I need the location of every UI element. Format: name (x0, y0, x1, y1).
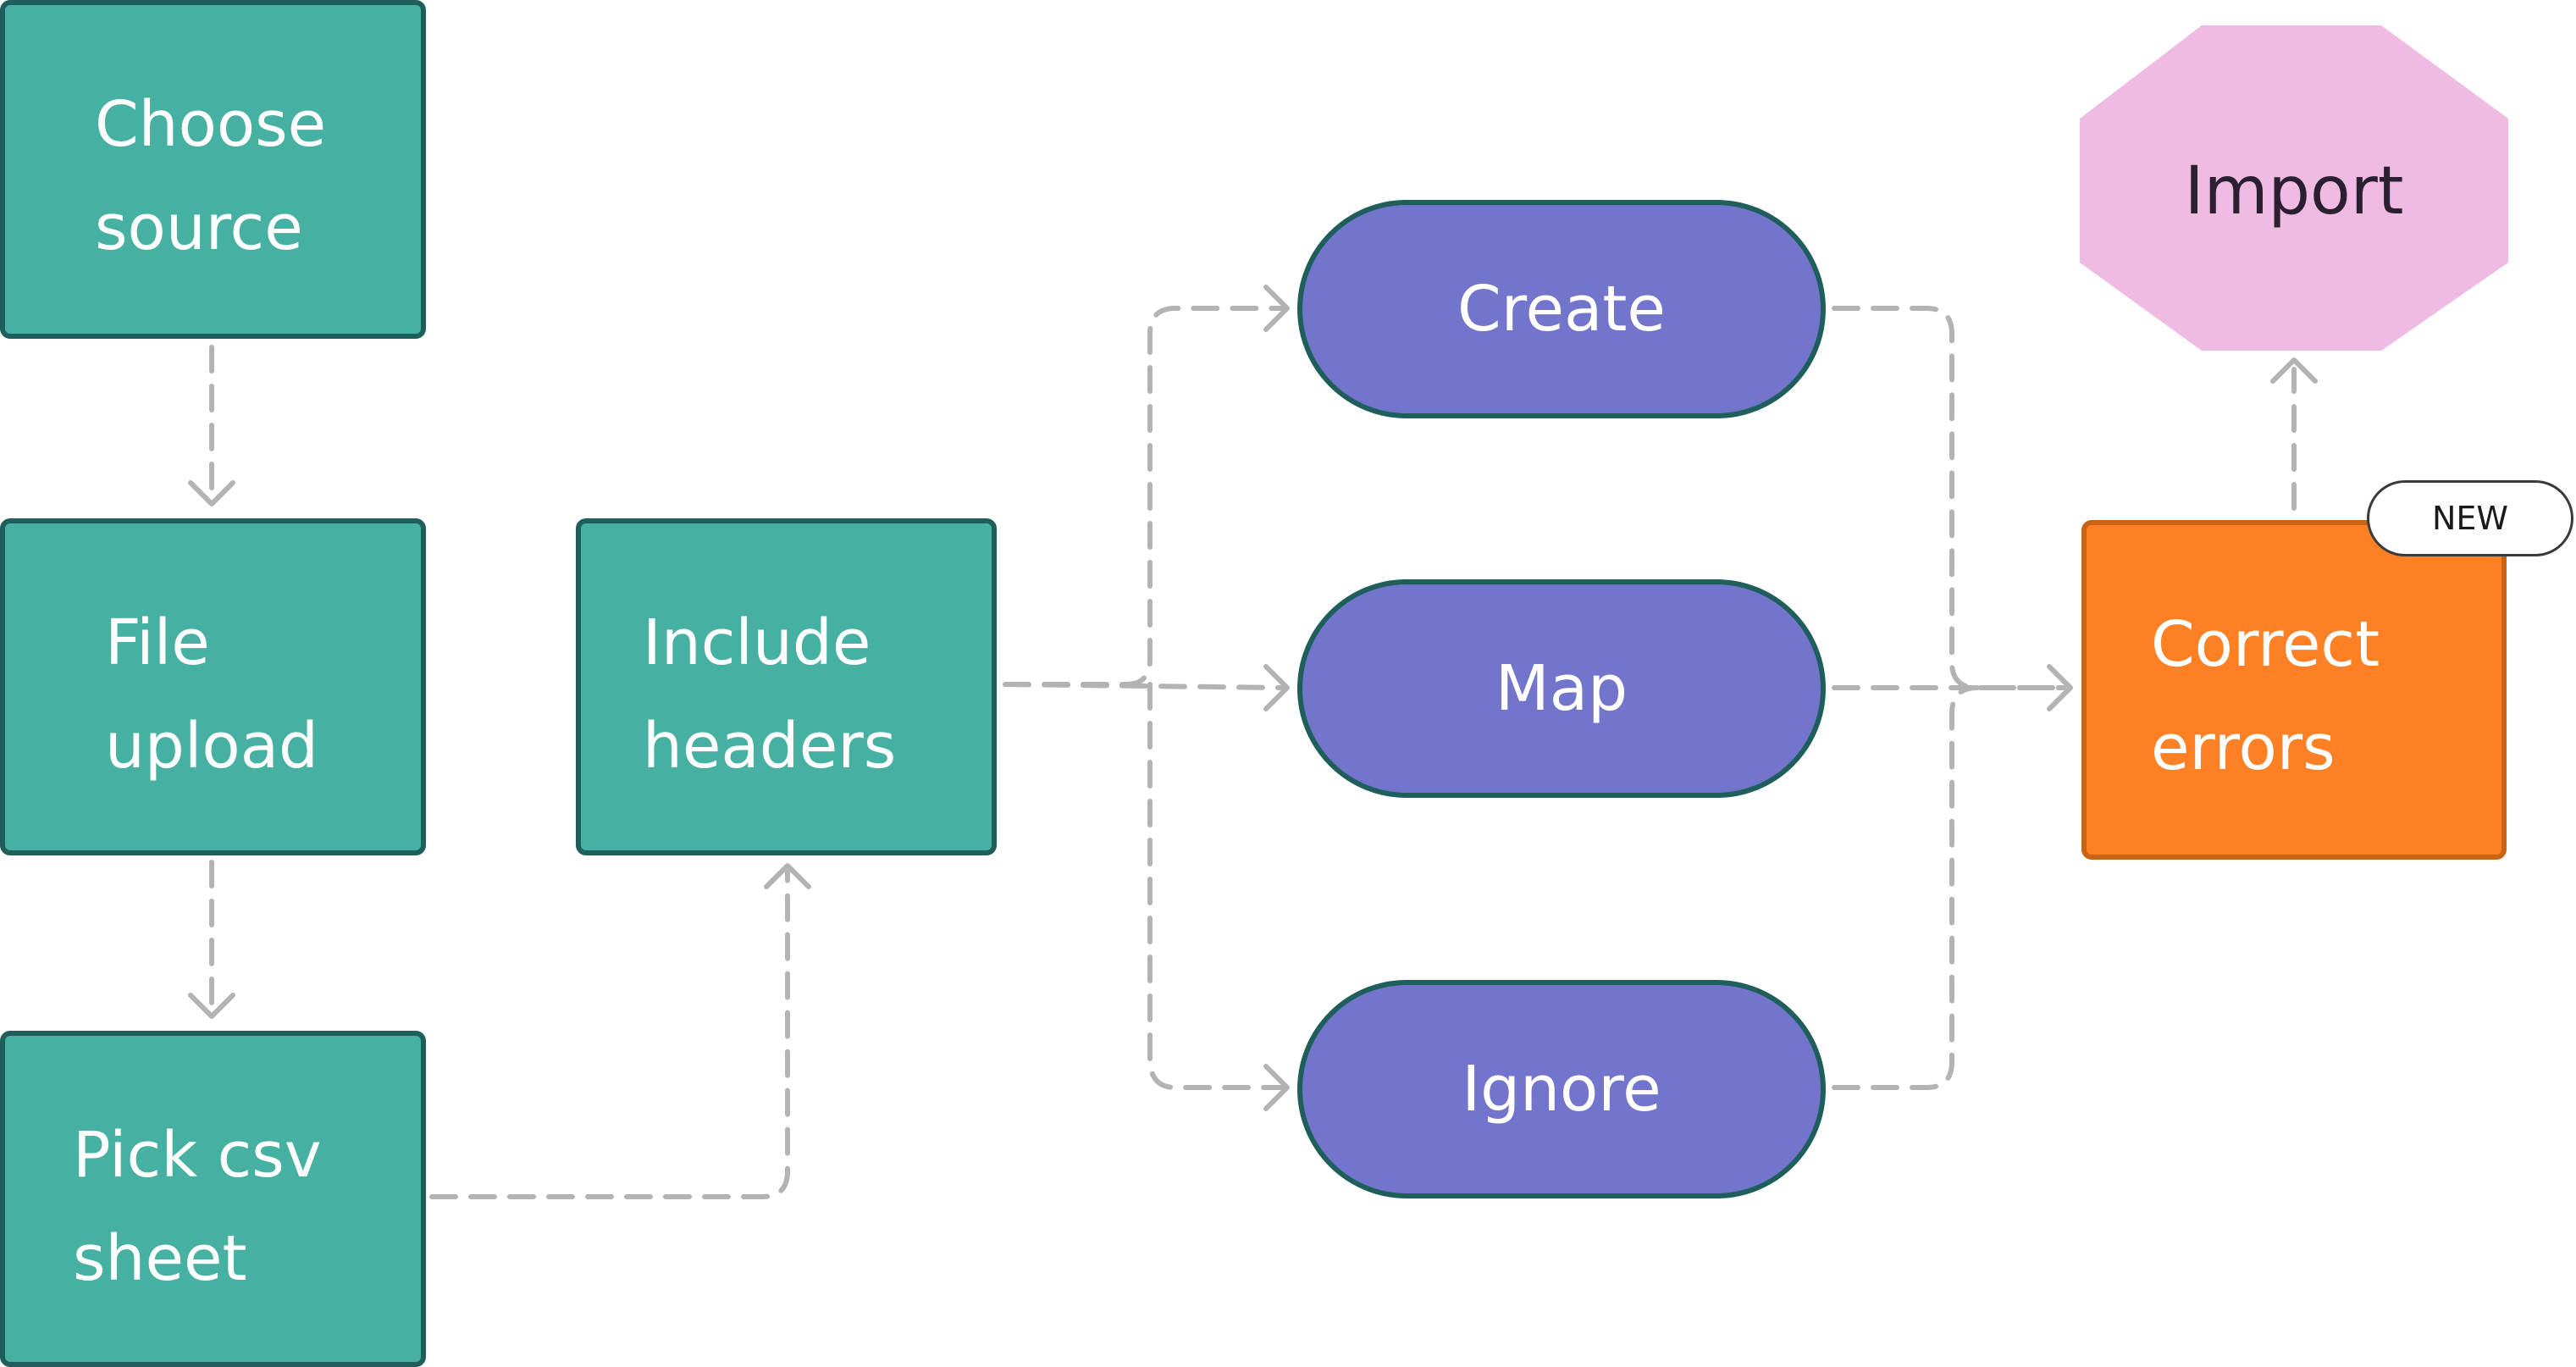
edge-include-headers-to-ignore (1147, 682, 1285, 1090)
arrowhead-include-headers (764, 863, 811, 889)
arrowhead-pick-csv (188, 993, 235, 1019)
node-include-headers-label: Include headers (643, 606, 897, 783)
node-correct-errors: Correct errors (2081, 520, 2507, 860)
edge-ignore-to-correct-errors (1832, 685, 1980, 1090)
node-create: Create (1297, 200, 1826, 418)
node-correct-errors-label: Correct errors (2151, 608, 2380, 784)
arrowhead-create (1263, 285, 1290, 332)
arrowhead-map (1263, 664, 1290, 711)
arrowhead-file-upload (188, 480, 235, 506)
new-badge: NEW (2367, 480, 2573, 556)
node-choose-source: Choose source (0, 0, 426, 339)
node-file-upload-label: File upload (105, 606, 319, 783)
node-map-label: Map (1495, 652, 1628, 725)
node-include-headers: Include headers (576, 518, 997, 855)
node-map: Map (1297, 579, 1826, 798)
node-import-label: Import (2184, 153, 2404, 230)
edge-include-headers-to-create (1003, 306, 1285, 687)
edge-create-to-correct-errors (1832, 306, 2066, 690)
arrowhead-correct-errors (2047, 664, 2073, 711)
node-file-upload: File upload (0, 518, 426, 855)
node-pick-csv-sheet: Pick csv sheet (0, 1031, 426, 1367)
edge-pick-csv-to-include-headers (429, 870, 790, 1199)
arrowhead-import (2270, 357, 2318, 384)
node-choose-source-label: Choose source (95, 88, 327, 264)
node-create-label: Create (1457, 273, 1666, 346)
node-pick-csv-sheet-label: Pick csv sheet (73, 1119, 322, 1295)
import-octagon (2080, 25, 2508, 351)
edge-include-headers-to-map (1003, 682, 1285, 690)
node-ignore-label: Ignore (1462, 1053, 1661, 1126)
node-ignore: Ignore (1297, 980, 1826, 1198)
arrowhead-ignore (1263, 1064, 1290, 1111)
